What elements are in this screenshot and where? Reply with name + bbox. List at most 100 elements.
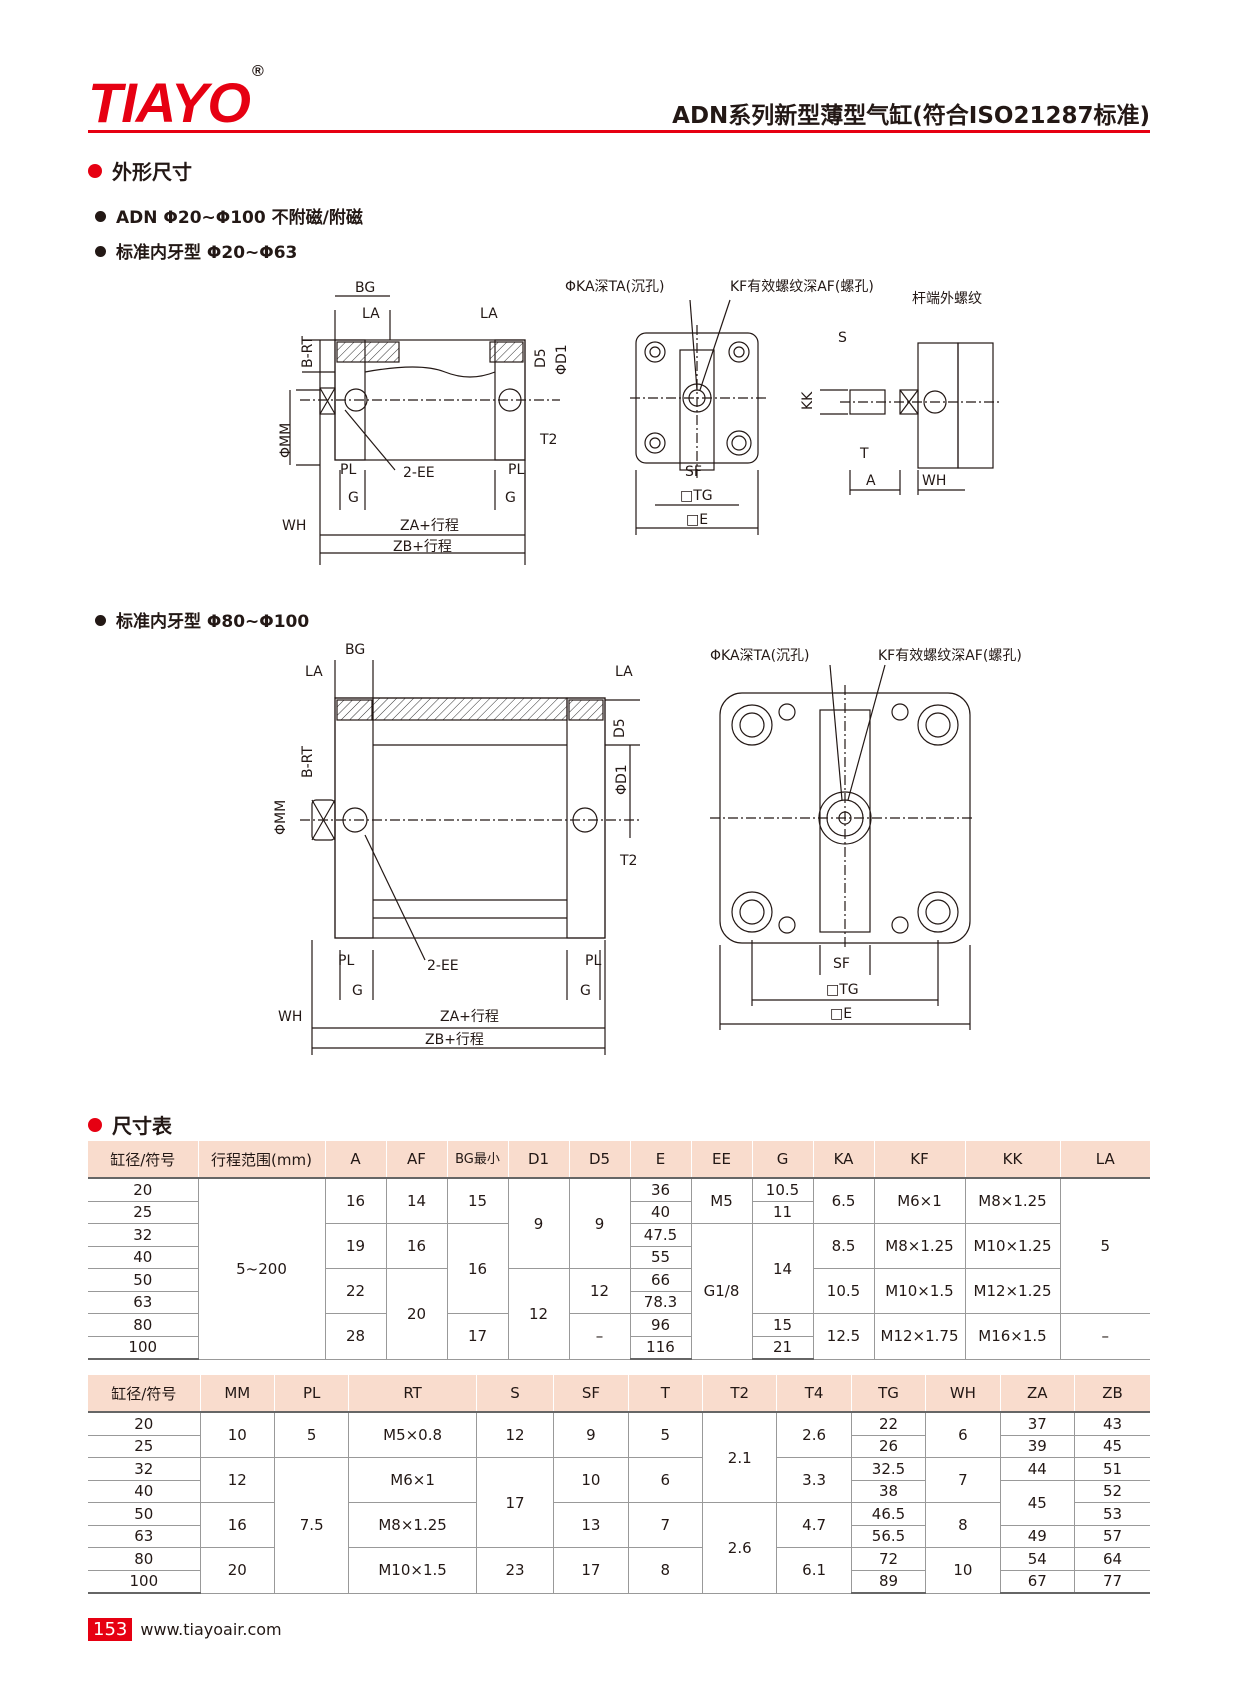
table-cell: 7 [627,1502,703,1548]
table-cell: 15 [446,1177,508,1224]
label-s: S [838,330,847,346]
table-header: SF [553,1375,629,1412]
table-header: AF [385,1141,447,1178]
table-header: D5 [568,1141,630,1178]
label-pl: PL [585,953,601,969]
table-header-row: 缸径/符号 MM PL RT S SF T T2 T4 TG WH ZA ZB [88,1375,1150,1412]
table-cell: 20 [385,1268,447,1360]
table-cell: 53 [1073,1502,1150,1526]
bullet-icon [95,211,106,222]
subtitle-large-bore: 标准内牙型 Φ80~Φ100 [95,607,309,632]
table-cell: 26 [850,1435,926,1458]
table-cell: 66 [629,1268,691,1292]
table-header: RT [348,1375,477,1412]
table-cell: 12 [507,1268,569,1360]
bullet-icon [95,246,106,257]
table-cell: 20 [199,1547,275,1594]
label-b-rt: B-RT [300,336,316,368]
table-cell: 12 [568,1268,630,1314]
label-bg: BG [355,280,375,296]
label-la: LA [362,306,380,322]
table-cell: 14 [751,1223,813,1314]
table-cell: 2.1 [702,1411,777,1503]
table-cell: 20 [88,1177,198,1202]
dimension-table-2: 缸径/符号 MM PL RT S SF T T2 T4 TG WH ZA ZB … [88,1375,1150,1594]
table-header: G [751,1141,813,1178]
table-cell: 16 [446,1223,508,1314]
table-cell: 16 [324,1177,386,1224]
table-cell: 38 [850,1480,926,1503]
table-cell: 89 [850,1570,926,1594]
table-row: 40 55 [88,1246,1150,1269]
table-header: 行程范围(mm) [197,1141,325,1178]
side-view-small [289,295,560,565]
table-cell: 5~200 [197,1177,325,1360]
table-cell: 100 [88,1336,198,1360]
label-g: G [580,983,591,999]
table-cell: 39 [999,1435,1075,1458]
label-ee: 2-EE [403,465,435,481]
label-t2: T2 [539,432,557,448]
table-cell: 9 [507,1177,569,1269]
website-link[interactable]: www.tiayoair.com [140,1620,282,1639]
rod-end-view [820,342,1000,495]
table-row: 20 5~200 16 14 15 9 9 36 M5 10.5 6.5 M6×… [88,1177,1150,1360]
table-header: PL [273,1375,349,1412]
table-cell: 52 [1073,1480,1150,1503]
table-cell: 10 [925,1547,1001,1594]
table-cell: 16 [199,1502,275,1548]
table-cell: 5 [1059,1177,1150,1314]
table-row: 63 56.5 49 57 [88,1525,1150,1548]
label-d1: ΦD1 [554,344,570,375]
table-cell: 17 [475,1457,554,1548]
table-cell: 57 [1073,1525,1150,1548]
table-cell: – [568,1313,630,1360]
table-row: 100 116 21 [88,1336,1150,1360]
table-cell: 51 [1073,1457,1150,1481]
label-sf: SF [833,956,850,972]
table-cell: 40 [88,1480,201,1503]
table-cell: 6.5 [812,1177,874,1224]
label-mm: ΦMM [273,800,289,835]
section-dimension-table: 尺寸表 [88,1110,172,1139]
label-t2: T2 [619,853,637,869]
table-header: ZB [1073,1375,1150,1412]
table-cell: 45 [999,1480,1075,1526]
label-zb: ZB+行程 [393,539,452,555]
table-cell: M8×1.25 [964,1177,1060,1224]
label-ka: ΦKA深TA(沉孔) [565,279,665,295]
table-header: T2 [702,1375,777,1412]
table-cell: 25 [88,1201,198,1224]
table-header: WH [925,1375,1001,1412]
page-title: ADN系列新型薄型气缸(符合ISO21287标准) [672,103,1150,129]
label-ee: 2-EE [427,958,459,974]
table-cell: M5×0.8 [348,1411,477,1458]
table-cell: 55 [629,1246,691,1269]
table-cell: 21 [751,1336,813,1360]
table-header: A [324,1141,386,1178]
table-cell: 22 [850,1411,926,1436]
table-cell: 12 [475,1411,554,1458]
label-wh: WH [282,518,306,534]
table-cell: 11 [751,1201,813,1224]
table-cell: 10.5 [751,1177,813,1202]
table-cell: 6.1 [776,1547,852,1594]
table-cell: M10×1.5 [873,1268,965,1314]
table-cell: 8 [627,1547,703,1594]
table-cell: 78.3 [629,1291,691,1314]
label-la: LA [480,306,498,322]
table-cell: M10×1.5 [348,1547,477,1594]
table-cell: 54 [999,1547,1075,1571]
table-cell: 5 [273,1411,349,1458]
label-a: A [866,473,876,489]
table-cell: 10 [199,1411,275,1458]
table-cell: 12.5 [812,1313,874,1360]
table-cell: 40 [629,1201,691,1224]
subtitle-series: ADN Φ20~Φ100 不附磁/附磁 [95,203,363,228]
table-cell: 50 [88,1502,201,1526]
dimension-table-1: 缸径/符号 行程范围(mm) A AF BG最小 D1 D5 E EE G KA… [88,1141,1150,1360]
label-kk: KK [800,391,816,410]
table-cell: M6×1 [873,1177,965,1224]
label-d5: D5 [612,718,628,738]
end-view-small [630,299,768,535]
